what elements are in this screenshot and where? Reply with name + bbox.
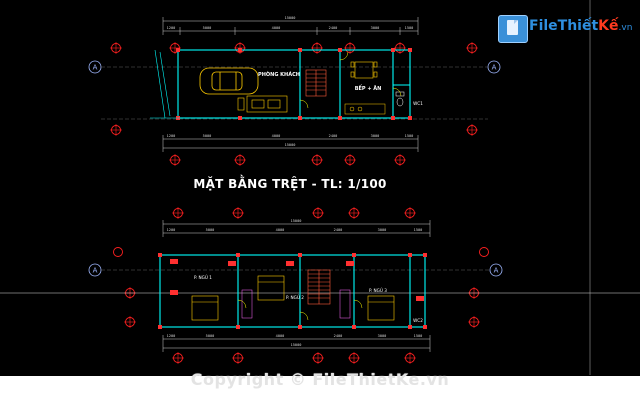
svg-text:A: A (93, 267, 98, 275)
dim-seg: 1200 (167, 134, 176, 138)
dim-seg: 2400 (329, 134, 338, 138)
dim-seg: 4000 (276, 334, 285, 338)
dim-seg: 2400 (329, 26, 338, 30)
dim-seg: 3000 (371, 26, 380, 30)
dim-seg: 5000 (203, 26, 212, 30)
footer-band (0, 376, 640, 400)
dim-total-bottom: 15000 (291, 343, 302, 347)
axis-a-marker-right-2: A (489, 263, 503, 277)
dim-seg: 1200 (167, 228, 176, 232)
car-icon (199, 67, 259, 95)
filethietke-logo: FileThiếtKế.vn (498, 13, 632, 43)
sofa-icon (237, 95, 288, 113)
walls (177, 49, 411, 119)
dim-seg: 4000 (272, 26, 281, 30)
columns-2 (158, 253, 427, 329)
dimension-chain-bottom-2 (162, 335, 431, 352)
stair-icon (305, 69, 327, 97)
room-label-bed1: P. NGỦ 1 (194, 275, 212, 280)
grid-marker-crosshairs-2 (124, 207, 480, 364)
dimension-chain-bottom (162, 135, 419, 152)
svg-text:A: A (494, 267, 499, 275)
dim-total-bottom: 15000 (285, 143, 296, 147)
dim-seg: 2400 (334, 334, 343, 338)
doors (299, 51, 402, 109)
svg-text:A: A (492, 64, 497, 72)
dim-seg: 5000 (206, 228, 215, 232)
dim-seg: 4000 (276, 228, 285, 232)
file-logo-icon (498, 15, 528, 43)
walls-2 (159, 254, 426, 328)
room-label-wc2: WC2 (413, 318, 423, 323)
dim-seg: 3000 (371, 134, 380, 138)
dim-seg: 5000 (203, 134, 212, 138)
dim-seg: 1500 (414, 334, 423, 338)
svg-text:A: A (93, 64, 98, 72)
room-label-bed3: P. NGỦ 3 (369, 288, 387, 293)
dim-seg: 2400 (334, 228, 343, 232)
dim-seg: 1200 (167, 26, 176, 30)
room-label-bed2: P. NGỦ 2 (286, 295, 304, 300)
plan-ground-floor: 15000 1200 5000 4000 2400 3000 1500 (88, 16, 501, 166)
dim-seg: 3000 (378, 228, 387, 232)
beds (191, 275, 395, 321)
drawing-title: MẶT BẰNG TRỆT - TL: 1/100 (193, 175, 386, 191)
dim-seg: 3000 (378, 334, 387, 338)
red-tags (170, 259, 424, 301)
axis-a-marker-left-2: A (88, 263, 102, 277)
wc-fixtures (395, 91, 405, 107)
logo-wordmark: FileThiếtKế.vn (529, 18, 633, 34)
wardrobes (241, 289, 351, 319)
axis-a-marker-right: A (487, 60, 501, 74)
dim-seg: 5000 (206, 334, 215, 338)
kitchen-counter (344, 103, 386, 115)
dimension-chain-top-2 (162, 220, 431, 237)
axis-a-marker-left: A (88, 60, 102, 74)
stair-icon-2 (307, 269, 331, 305)
dim-seg: 1500 (414, 228, 423, 232)
doors-2 (237, 299, 363, 321)
dim-seg: 1500 (405, 134, 414, 138)
room-label-kitchen: BẾP + ĂN (355, 84, 382, 92)
dimension-chain-top (162, 17, 419, 35)
plan-upper-floor: 15000 1200 5000 4000 2400 3000 1500 (0, 0, 640, 375)
dim-seg: 4000 (272, 134, 281, 138)
dim-total-top: 15000 (285, 16, 296, 20)
copyright-watermark: Copyright © FileThietKe.vn (190, 370, 450, 389)
room-label-wc: WC1 (413, 101, 423, 106)
columns (176, 48, 412, 120)
room-label-living: PHÒNG KHÁCH (258, 71, 300, 78)
dim-seg: 1500 (405, 26, 414, 30)
dim-total-top: 15000 (291, 219, 302, 223)
front-gate (150, 49, 180, 119)
dining-table-icon (350, 61, 378, 79)
dim-seg: 1200 (167, 334, 176, 338)
